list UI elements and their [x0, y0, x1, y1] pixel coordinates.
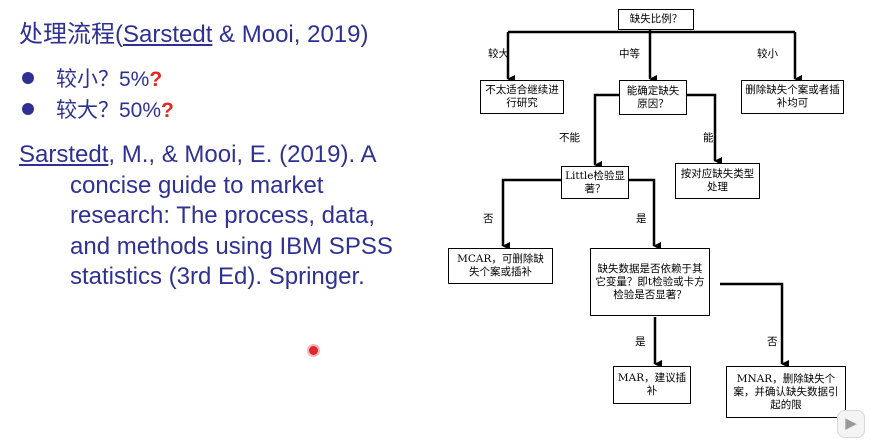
- reference-first-line: , M., & Mooi, E. (2019). A: [108, 141, 377, 168]
- node-not-suitable: 不太适合继续进行研究: [480, 80, 564, 114]
- edge-label-can: 能: [703, 132, 714, 144]
- bullet-dot-icon: [22, 103, 34, 116]
- node-delete-or-impute: 删除缺失个案或者插补均可: [741, 80, 844, 114]
- reference-line: and methods using IBM SPSS: [70, 232, 393, 260]
- node-little-test: Little检验显著？: [561, 166, 629, 199]
- question-mark: ?: [161, 99, 174, 122]
- edge-label-yes: 是: [635, 336, 646, 348]
- reference: Sarstedt, M., & Mooi, E. (2019). A conci…: [19, 140, 429, 293]
- node-depend-other-vars: 缺失数据是否依赖于其它变量？即t检验或卡方检验是否显著？: [590, 248, 710, 316]
- player-control-icon[interactable]: ▶: [837, 410, 865, 438]
- laser-pointer-icon: [309, 346, 318, 355]
- bullet-dot-icon: [22, 72, 34, 85]
- node-missing-ratio: 缺失比例？: [618, 9, 694, 30]
- edge-label-yes: 是: [636, 213, 647, 225]
- reference-line: statistics (3rd Ed). Springer.: [70, 263, 365, 290]
- edge-label-small: 较小: [757, 48, 778, 60]
- slide-title: 处理流程(Sarstedt & Mooi, 2019): [19, 14, 368, 49]
- reference-line: concise guide to market: [70, 171, 324, 199]
- bullet-smaller: 较小？5%?: [22, 63, 162, 93]
- node-by-type: 按对应缺失类型处理: [675, 163, 760, 199]
- edge-label-no: 否: [483, 213, 494, 225]
- reference-author-link[interactable]: Sarstedt: [19, 141, 109, 168]
- node-mcar: MCAR，可删除缺失个案或插补: [448, 248, 553, 284]
- edge-label-cannot: 不能: [559, 132, 580, 144]
- edge-label-large: 较大: [488, 48, 509, 60]
- edge-label-no: 否: [767, 336, 778, 348]
- title-suffix: & Mooi, 2019): [212, 21, 369, 48]
- title-author-link[interactable]: Sarstedt: [123, 21, 213, 48]
- title-prefix: 处理流程(: [19, 21, 123, 48]
- flowchart-connectors: [501, 19, 802, 368]
- question-mark: ?: [149, 68, 163, 91]
- bullet-larger: 较大？50%?: [22, 94, 174, 124]
- bullet-text: 较大？50%: [56, 99, 162, 122]
- bullet-text: 较小？5%: [56, 68, 150, 91]
- node-mar: MAR，建议插补: [613, 366, 691, 404]
- edge-label-medium: 中等: [619, 48, 640, 60]
- node-mnar: MNAR，删除缺失个案，并确认缺失数据引起的限: [726, 366, 846, 418]
- node-determine-cause: 能确定缺失原因？: [619, 80, 687, 115]
- reference-line: research: The process, data,: [70, 202, 376, 229]
